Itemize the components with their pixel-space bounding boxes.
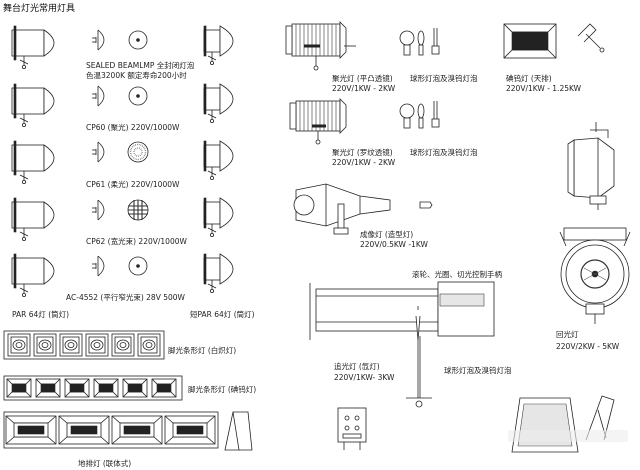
profile-spec-label: 220V/0.5KW -1KW: [360, 240, 428, 249]
halogen-spec-label: 220V/1KW - 1.25KW: [506, 84, 582, 93]
short-par-can-icon: [203, 253, 234, 294]
halogen-name-label: 碘钨灯 (天排): [506, 74, 552, 83]
footlight-halogen-label: 脚光条形灯 (碘钨灯): [188, 385, 257, 394]
fresnel-spotlight-icon: [289, 98, 347, 145]
footlight-white-label: 脚光条形灯 (白炽灯): [168, 346, 237, 355]
sealed-beam-label-line2: 色温3200K 额定寿命200小时: [86, 71, 187, 80]
short-par64-label: 短PAR 64灯 (筒灯): [190, 310, 255, 319]
follow-spec-label: 220V/1KW- 3KW: [334, 373, 395, 382]
cp60-label: CP60 (聚光) 220V/1000W: [86, 123, 180, 132]
bulb-icon: [399, 28, 440, 56]
par-can-light-icon: [11, 140, 55, 185]
control-box-icon: [337, 407, 367, 450]
sealed-beam-lamp-icon: [91, 199, 149, 221]
par64-label: PAR 64灯 (筒灯): [12, 310, 70, 319]
cp62-label: CP62 (宽光束) 220V/1000W: [86, 237, 187, 246]
follow-parts-label: 滚轮、光圈、切光控制手柄: [412, 270, 502, 279]
follow-name-label: 追光灯 (氙灯): [334, 362, 380, 371]
par-can-light-icon: [11, 25, 55, 70]
spot1-name-label: 聚光灯 (平凸透镜): [332, 74, 393, 83]
cp61-label: CP61 (柔光) 220V/1000W: [86, 180, 180, 189]
short-par-can-icon: [203, 25, 234, 66]
groundrow-label: 地排灯 (联体式): [78, 459, 132, 468]
fresnel-spotlight-icon: [285, 21, 356, 71]
floodlight-icon: [508, 395, 628, 453]
spot1-lamp-label: 球形灯泡及溴钨灯泡: [410, 74, 478, 83]
follow-lamp-label: 球形灯泡及溴钨灯泡: [444, 366, 512, 375]
footlight-halogen-icon: [3, 375, 183, 401]
sealed-beam-lamp-icon: [91, 29, 148, 51]
diagram-title: 舞台灯光常用灯具: [3, 4, 76, 14]
profile-spotlight-icon: [293, 183, 433, 235]
cyc-name-label: 回光灯: [556, 330, 579, 339]
sealed-beam-label-line1: SEALED BEAMLMP 全封闭灯泡: [86, 61, 195, 70]
ac4552-label: AC-4552 (平行窄光束) 28V 500W: [66, 293, 185, 302]
footlight-white-icon: [3, 330, 165, 360]
bulb-icon: [399, 101, 440, 129]
sealed-beam-lamp-icon: [91, 255, 148, 277]
spot2-name-label: 聚光灯 (罗纹透镜): [332, 148, 393, 157]
floodlight-icon: [503, 23, 605, 59]
par-can-light-icon: [11, 83, 55, 128]
scoop-light-icon: [567, 122, 615, 210]
cyc-spec-label: 220V/2KW - 5KW: [556, 342, 620, 351]
sealed-beam-lamp-icon: [91, 85, 148, 107]
groundrow-light-icon: [3, 411, 253, 451]
spot2-spec-label: 220V/1KW - 2KW: [332, 158, 396, 167]
par-can-light-icon: [11, 197, 55, 242]
par-can-light-icon: [11, 253, 55, 298]
profile-name-label: 成像灯 (造型灯): [360, 230, 414, 239]
short-par-can-icon: [203, 140, 234, 181]
spot1-spec-label: 220V/1KW - 2KW: [332, 84, 396, 93]
short-par-can-icon: [203, 83, 234, 124]
sealed-beam-lamp-icon: [91, 141, 149, 163]
short-par-can-icon: [203, 197, 234, 238]
cyclorama-light-icon: [559, 227, 631, 324]
spot2-lamp-label: 球形灯泡及溴钨灯泡: [410, 148, 478, 157]
follow-spot-icon: [309, 281, 495, 408]
